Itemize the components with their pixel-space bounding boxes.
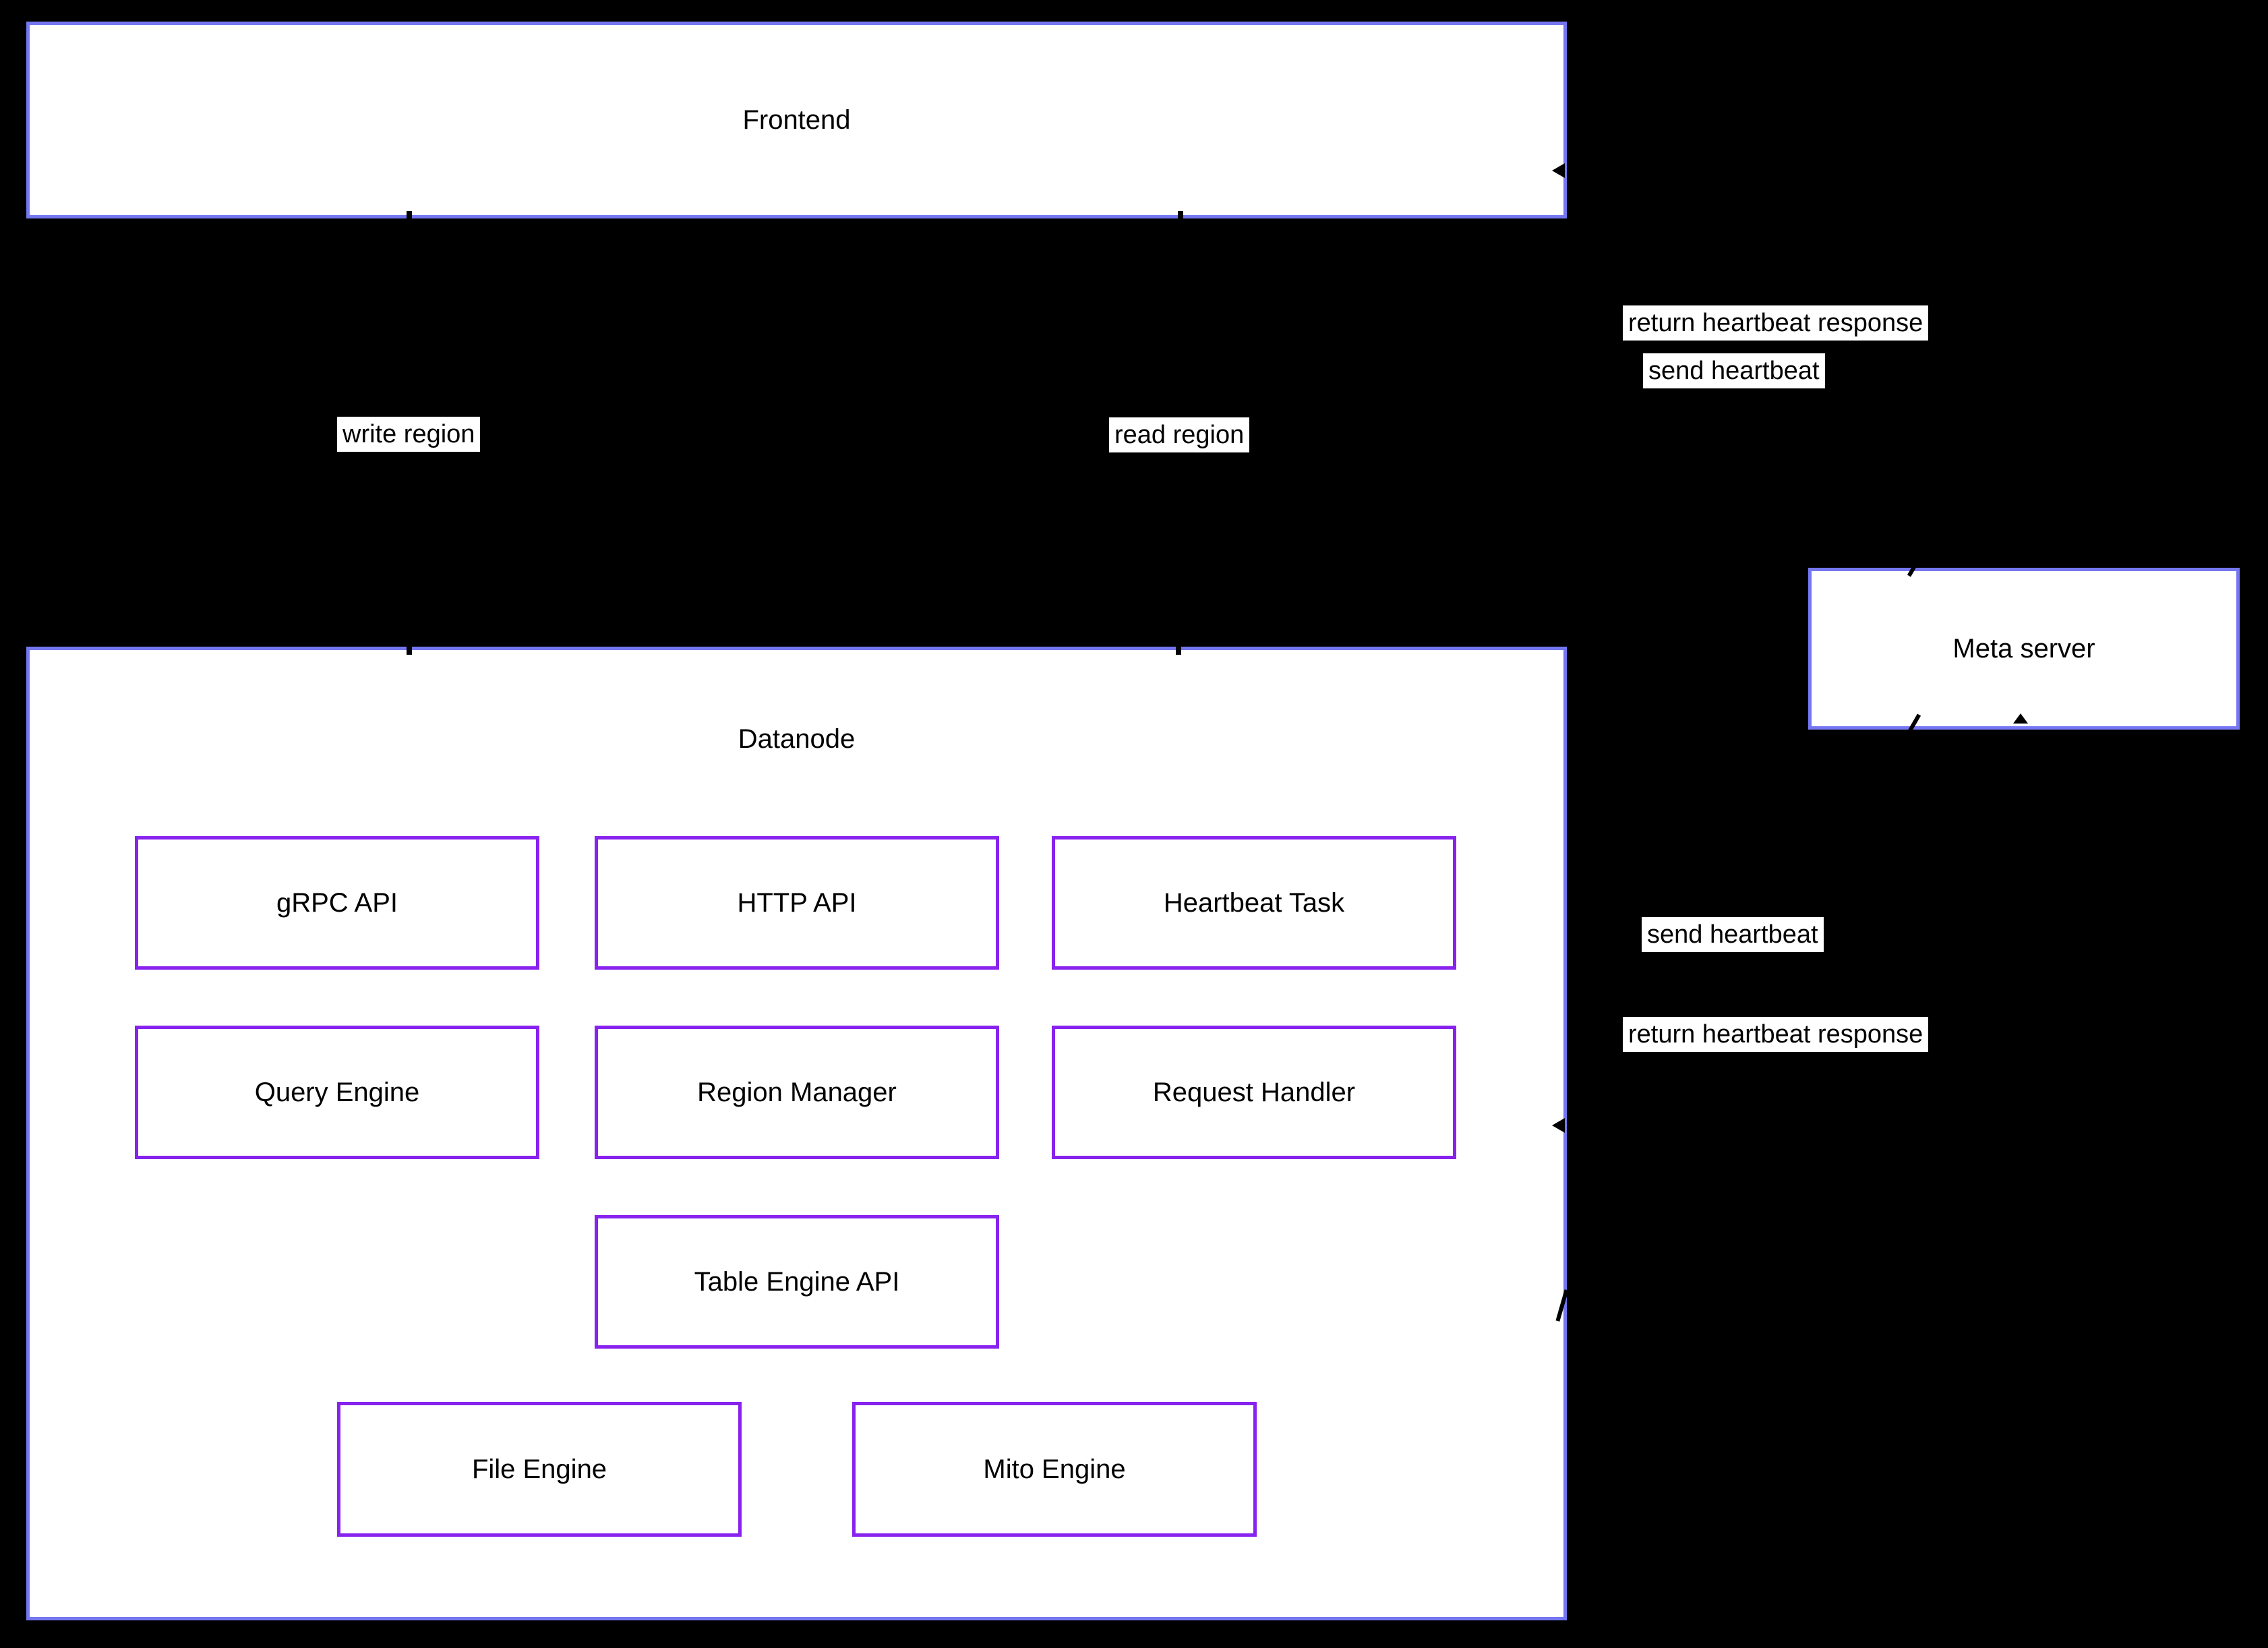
component-region-manager: Region Manager <box>595 1026 999 1159</box>
arrow-line-tick <box>407 211 412 226</box>
component-table-engine-api: Table Engine API <box>595 1215 999 1349</box>
arrow-line-tick <box>1178 211 1183 226</box>
edge-label-read-region: read region <box>1109 417 1250 452</box>
edge-label-return-heartbeat-response-right: return heartbeat response <box>1623 1017 1929 1052</box>
edge-label-send-heartbeat-top: send heartbeat <box>1643 353 1825 388</box>
node-frontend-label: Frontend <box>742 105 851 135</box>
component-label: Table Engine API <box>694 1266 900 1297</box>
component-label: gRPC API <box>276 887 398 918</box>
component-label: Heartbeat Task <box>1163 887 1345 918</box>
arrowhead-icon <box>2013 557 2028 567</box>
node-meta-server: Meta server <box>1808 568 2240 730</box>
component-label: Mito Engine <box>983 1454 1126 1484</box>
arrow-line-tick <box>1176 640 1181 655</box>
component-label: Query Engine <box>254 1077 420 1107</box>
node-frontend: Frontend <box>26 22 1567 218</box>
arrow-line-segment <box>1824 370 1842 430</box>
node-datanode-label: Datanode <box>738 724 856 754</box>
edge-label-send-heartbeat-right: send heartbeat <box>1642 917 1824 952</box>
component-request-handler: Request Handler <box>1052 1026 1456 1159</box>
arrowhead-icon <box>2013 713 2028 724</box>
edge-label-write-region: write region <box>337 417 481 452</box>
edge-label-return-heartbeat-response-top: return heartbeat response <box>1623 305 1929 341</box>
component-http-api: HTTP API <box>595 836 999 970</box>
component-mito-engine: Mito Engine <box>852 1402 1257 1537</box>
component-label: File Engine <box>471 1454 607 1484</box>
component-label: Request Handler <box>1152 1077 1356 1107</box>
component-query-engine: Query Engine <box>135 1026 539 1159</box>
component-label: Region Manager <box>697 1077 897 1107</box>
arrowhead-icon <box>1552 163 1565 178</box>
node-meta-server-label: Meta server <box>1952 633 2095 664</box>
arrowhead-icon <box>1552 1118 1565 1133</box>
arrow-line-tick <box>407 640 412 655</box>
component-heartbeat-task: Heartbeat Task <box>1052 836 1456 970</box>
component-grpc-api: gRPC API <box>135 836 539 970</box>
component-file-engine: File Engine <box>337 1402 742 1537</box>
component-label: HTTP API <box>737 887 857 918</box>
